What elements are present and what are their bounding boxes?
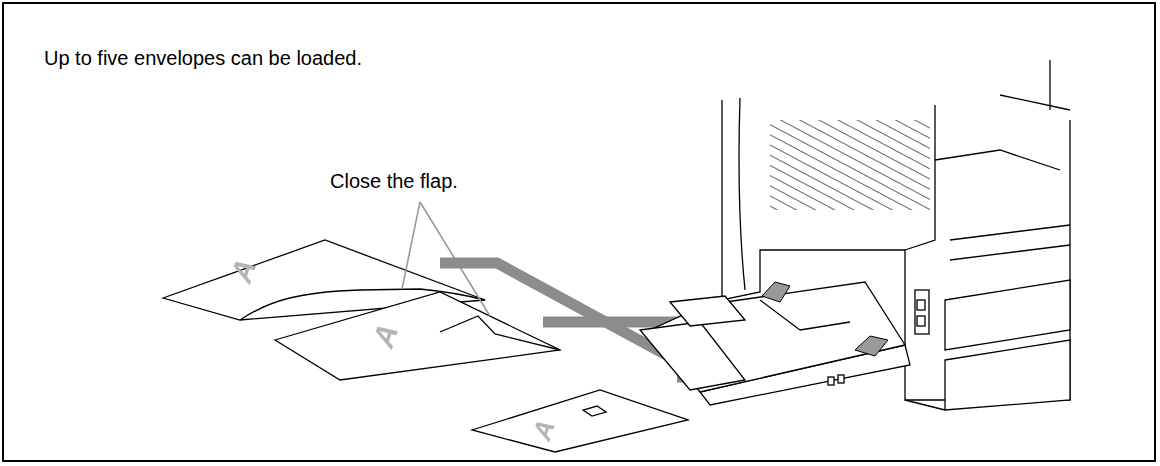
- flap-note: Close the flap.: [330, 170, 458, 193]
- instruction-note: Up to five envelopes can be loaded.: [44, 47, 362, 70]
- envelope: [275, 292, 560, 380]
- envelope: [472, 390, 688, 452]
- paper-guide: [762, 282, 888, 356]
- multipurpose-tray: [640, 282, 910, 405]
